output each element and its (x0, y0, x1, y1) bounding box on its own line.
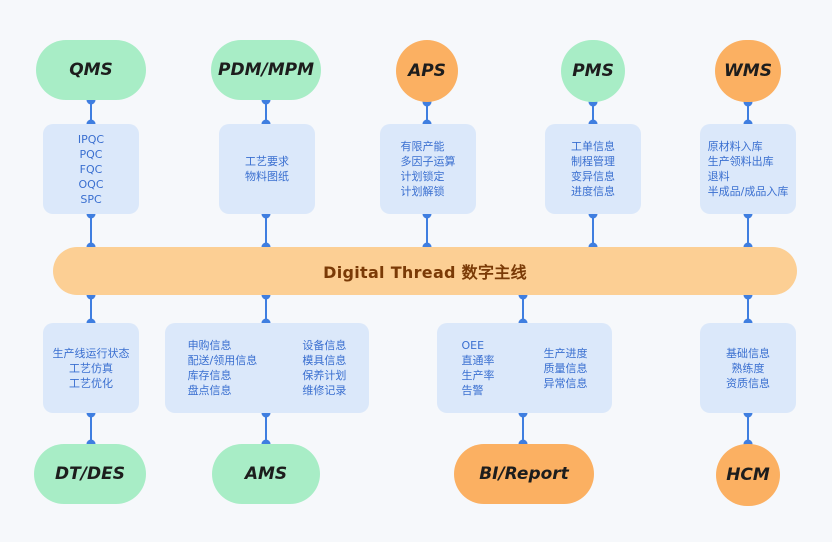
info-item: 工艺仿真 (69, 361, 113, 375)
info-item: 生产率 (461, 369, 495, 382)
info-item: 有限产能 (400, 140, 445, 153)
info-item: 生产线运行状态 (52, 346, 130, 360)
info-item: 工艺要求 (245, 155, 289, 168)
system-pill-aps: APS (396, 40, 458, 102)
info-box-pms: 工单信息 制程管理 变异信息 进度信息 (545, 124, 641, 214)
system-pill-dt-des: DT/DES (34, 444, 146, 504)
system-pill-pdm-mpm: PDM/MPM (211, 40, 321, 100)
info-item: PQC (79, 147, 103, 161)
info-item: 库存信息 (187, 369, 232, 382)
info-item: 计划解锁 (400, 185, 445, 198)
info-item: 生产领料出库 (707, 155, 774, 168)
info-item: 变异信息 (571, 170, 615, 183)
info-item: 直通率 (461, 354, 495, 367)
digital-thread-bar: Digital Thread 数字主线 (53, 247, 797, 295)
info-item: OEE (461, 339, 485, 352)
info-item: 进度信息 (571, 185, 615, 198)
system-pill-wms: WMS (715, 40, 781, 102)
info-item: 资质信息 (726, 376, 770, 390)
info-item: 模具信息 (302, 354, 347, 367)
info-item: 半成品/成品入库 (707, 185, 789, 198)
info-item: 生产进度 (543, 346, 588, 360)
info-item: 工艺优化 (69, 376, 113, 390)
info-box-dt-des: 生产线运行状态 工艺仿真 工艺优化 (43, 323, 139, 413)
info-item: 计划锁定 (400, 170, 445, 183)
info-box-bi-report: OEE 直通率 生产率 告警 生产进度 质量信息 异常信息 (437, 323, 612, 413)
info-box-ams: 申购信息 配送/领用信息 库存信息 盘点信息 设备信息 模具信息 保养计划 维修… (165, 323, 369, 413)
info-item: 异常信息 (543, 376, 588, 390)
info-box-pdm-mpm: 工艺要求 物料图纸 (219, 124, 315, 214)
system-pill-pms: PMS (561, 40, 625, 102)
info-item: 原材料入库 (707, 140, 763, 153)
info-item: 申购信息 (187, 339, 232, 352)
digital-thread-label: Digital Thread 数字主线 (323, 263, 527, 282)
info-item: 退料 (707, 170, 730, 183)
info-item: SPC (80, 192, 102, 206)
info-item: 盘点信息 (187, 384, 232, 397)
info-item: 设备信息 (302, 339, 347, 352)
system-pill-ams: AMS (212, 444, 320, 504)
info-item: 告警 (461, 384, 484, 397)
info-item: OQC (78, 177, 104, 191)
info-item: 工单信息 (571, 140, 615, 153)
info-item: 物料图纸 (245, 170, 289, 183)
info-item: 多因子运算 (400, 155, 456, 168)
info-item: 制程管理 (571, 155, 615, 168)
info-item: FQC (79, 162, 103, 176)
info-box-wms: 原材料入库 生产领料出库 退料 半成品/成品入库 (700, 124, 796, 214)
info-box-qms: IPQC PQC FQC OQC SPC (43, 124, 139, 214)
info-item: 保养计划 (302, 369, 347, 382)
info-box-hcm: 基础信息 熟练度 资质信息 (700, 323, 796, 413)
info-item: 质量信息 (543, 361, 588, 375)
info-item: 维修记录 (302, 384, 347, 397)
info-item: 基础信息 (726, 346, 770, 360)
info-box-aps: 有限产能 多因子运算 计划锁定 计划解锁 (380, 124, 476, 214)
system-pill-hcm: HCM (716, 444, 780, 506)
info-item: 配送/领用信息 (187, 354, 258, 367)
info-item: 熟练度 (731, 361, 765, 375)
info-item: IPQC (77, 132, 105, 146)
system-pill-bi-report: BI/Report (454, 444, 594, 504)
system-pill-qms: QMS (36, 40, 146, 100)
